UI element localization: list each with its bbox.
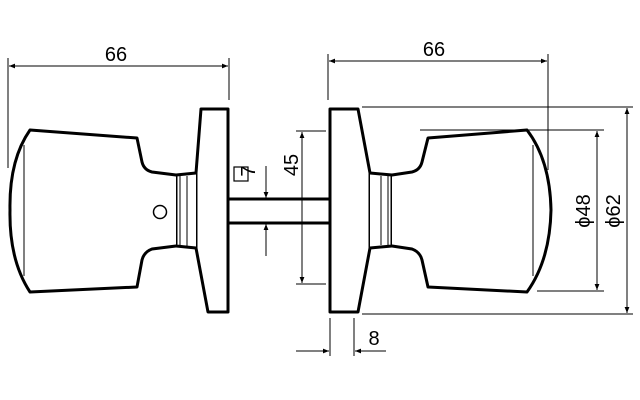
dim-rose-distance-label: 45 [281, 154, 303, 176]
keyhole-icon [152, 204, 168, 220]
left-rose-plate [194, 107, 230, 314]
left-knob-body [8, 128, 178, 294]
dim-rose-diameter-label: ϕ62 [603, 194, 625, 227]
dim-knob-diameter-label: ϕ48 [573, 194, 595, 227]
dim-right-length-label: 66 [423, 39, 445, 61]
spindle [228, 197, 330, 225]
dim-shaft-square: 7 [233, 165, 269, 256]
dim-left-length: 66 [7, 44, 230, 168]
right-knob-assembly [328, 107, 553, 314]
dim-right-length: 66 [327, 39, 549, 170]
dim-left-length-label: 66 [105, 44, 127, 66]
left-knob-neck [174, 171, 198, 250]
dim-rose-diameter: ϕ62 [362, 106, 633, 315]
dim-door-thickness: 8 [296, 318, 386, 356]
square-symbol-icon [233, 166, 249, 182]
right-rose-plate [328, 107, 372, 314]
dim-shaft-square-label: 7 [238, 165, 260, 176]
right-knob-body [390, 128, 553, 294]
dim-knob-diameter: ϕ48 [420, 129, 604, 292]
dim-door-thickness-label: 8 [368, 328, 379, 350]
dim-rose-distance: 45 [281, 130, 326, 285]
left-knob-assembly [8, 107, 230, 314]
